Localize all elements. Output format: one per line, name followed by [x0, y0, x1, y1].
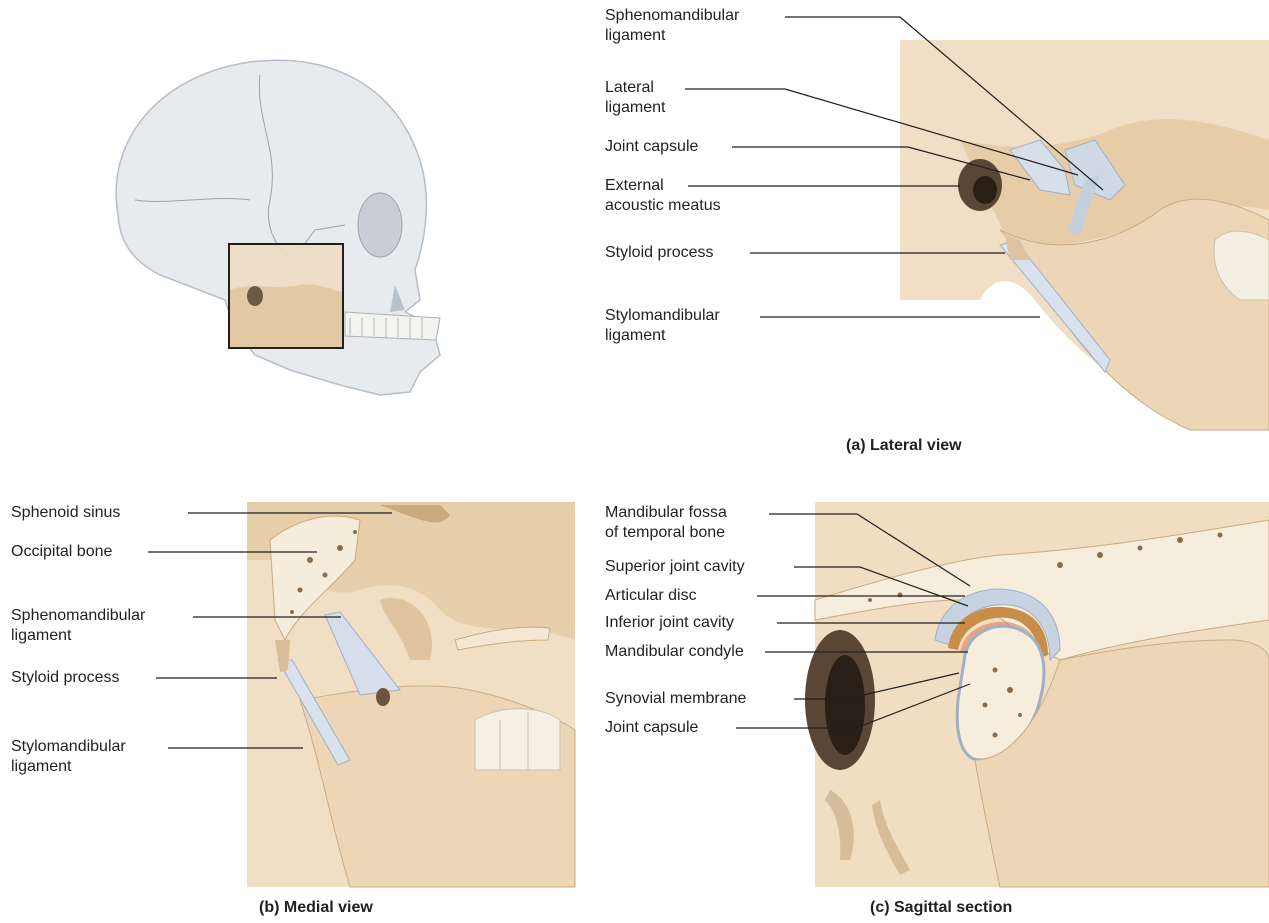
label-superior-joint-cavity: Superior joint cavity [605, 557, 745, 577]
label-line: Lateral [605, 78, 665, 98]
caption-medial-view: (b) Medial view [259, 899, 373, 917]
lateral-view-illustration [900, 40, 1269, 430]
label-lateral-ligament: Lateral ligament [605, 78, 665, 118]
label-joint-capsule-sagittal: Joint capsule [605, 718, 698, 738]
label-external-acoustic-meatus: External acoustic meatus [605, 176, 721, 216]
label-synovial-membrane: Synovial membrane [605, 689, 746, 709]
label-sphenomandibular-ligament-medial: Sphenomandibular ligament [11, 606, 145, 646]
label-occipital-bone: Occipital bone [11, 542, 112, 562]
label-inferior-joint-cavity: Inferior joint cavity [605, 613, 734, 633]
label-styloid-process-medial: Styloid process [11, 668, 120, 688]
label-line: ligament [605, 98, 665, 118]
label-line: External [605, 176, 721, 196]
label-articular-disc: Articular disc [605, 586, 697, 606]
label-line: Mandibular fossa [605, 503, 727, 523]
label-stylomandibular-ligament-lateral: Stylomandibular ligament [605, 306, 720, 346]
label-line: Stylomandibular [11, 737, 126, 757]
skull-overview-illustration [116, 60, 440, 395]
sagittal-section-illustration [805, 502, 1269, 887]
label-line: of temporal bone [605, 523, 727, 543]
label-line: Stylomandibular [605, 306, 720, 326]
label-joint-capsule-lateral: Joint capsule [605, 137, 698, 157]
medial-view-illustration [247, 502, 575, 887]
label-sphenomandibular-ligament-lateral: Sphenomandibular ligament [605, 6, 739, 46]
label-line: ligament [11, 626, 145, 646]
caption-sagittal-section: (c) Sagittal section [870, 899, 1012, 917]
label-line: Sphenomandibular [11, 606, 145, 626]
label-line: acoustic meatus [605, 196, 721, 216]
label-line: Sphenomandibular [605, 6, 739, 26]
caption-lateral-view: (a) Lateral view [846, 437, 962, 455]
label-line: ligament [605, 326, 720, 346]
label-styloid-process-lateral: Styloid process [605, 243, 714, 263]
label-line: ligament [605, 26, 739, 46]
label-line: ligament [11, 757, 126, 777]
label-mandibular-condyle: Mandibular condyle [605, 642, 744, 662]
label-mandibular-fossa: Mandibular fossa of temporal bone [605, 503, 727, 543]
label-sphenoid-sinus: Sphenoid sinus [11, 503, 120, 523]
label-stylomandibular-ligament-medial: Stylomandibular ligament [11, 737, 126, 777]
